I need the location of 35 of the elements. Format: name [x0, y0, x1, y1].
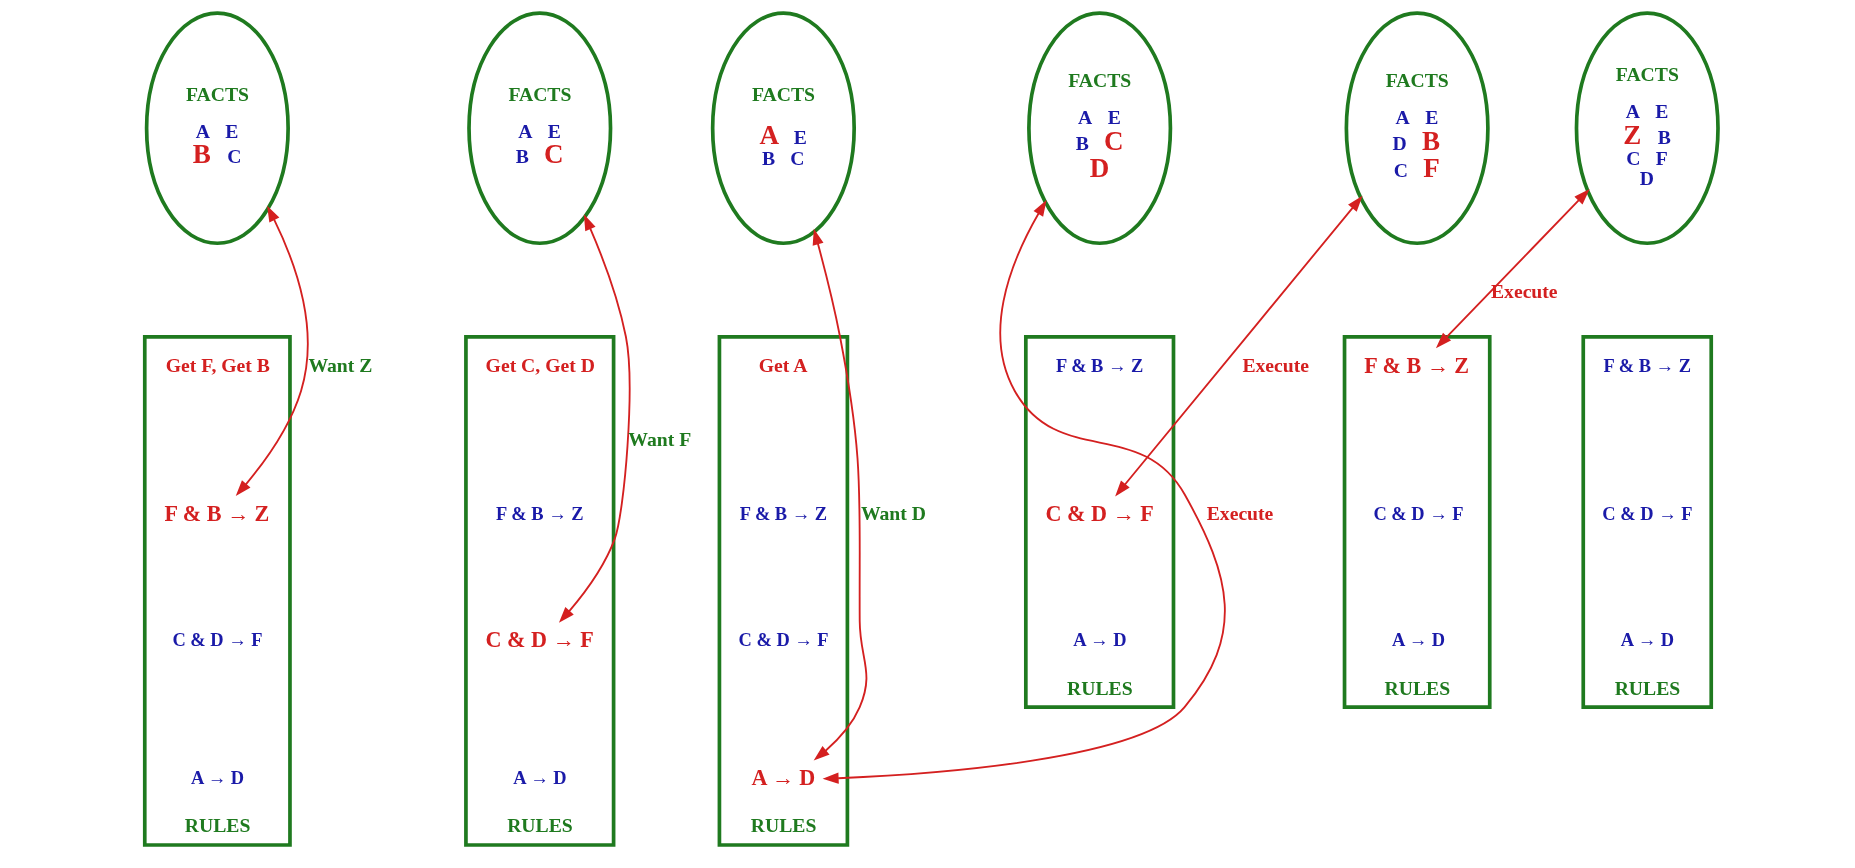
- node-text: C & D → F: [1372, 503, 1464, 524]
- node-label: Get C, Get D: [485, 354, 595, 377]
- edge-label: Execute: [1490, 280, 1558, 303]
- node-text: F & B → Z: [163, 500, 269, 526]
- node-text: A → D: [750, 765, 815, 791]
- arrow: [558, 214, 630, 623]
- node-text: A → D: [1391, 630, 1445, 651]
- node-ellipse: FACTS A E B C: [144, 11, 290, 246]
- node-text: F & B → Z: [1055, 355, 1143, 376]
- arrow: [1114, 195, 1362, 497]
- node-text: A → D: [190, 768, 244, 789]
- node-label: Get F, Get B: [165, 354, 270, 377]
- arrow: [812, 228, 867, 761]
- edge-label: Want Z: [307, 354, 372, 377]
- edge-label: Execute: [1241, 354, 1309, 377]
- arrow: [235, 205, 309, 497]
- node-text: F & B → Z: [495, 503, 584, 524]
- arrow: [822, 200, 1226, 784]
- node-ellipse: FACTS A E B C: [466, 11, 612, 246]
- node-text: A → D: [1072, 630, 1126, 651]
- node-ellipse: FACTS A E B C D: [1026, 11, 1172, 246]
- node-text: C & D → F: [1601, 503, 1692, 524]
- edge-label: Execute: [1206, 501, 1273, 524]
- node-text: C & D → F: [1045, 500, 1154, 526]
- edge-label: Want D: [860, 501, 926, 524]
- node-text: F & B → Z: [739, 503, 827, 524]
- node-text: F & B → Z: [1603, 355, 1691, 376]
- arrow: [1435, 189, 1590, 349]
- node-text: A → D: [1620, 630, 1674, 651]
- node-text: C & D → F: [171, 630, 263, 651]
- node-text: C & D → F: [738, 630, 829, 651]
- node-text: F & B → Z: [1363, 352, 1469, 378]
- node-text: C & D → F: [485, 627, 594, 653]
- node-text: A → D: [512, 768, 567, 789]
- node-label: Get A: [758, 354, 807, 377]
